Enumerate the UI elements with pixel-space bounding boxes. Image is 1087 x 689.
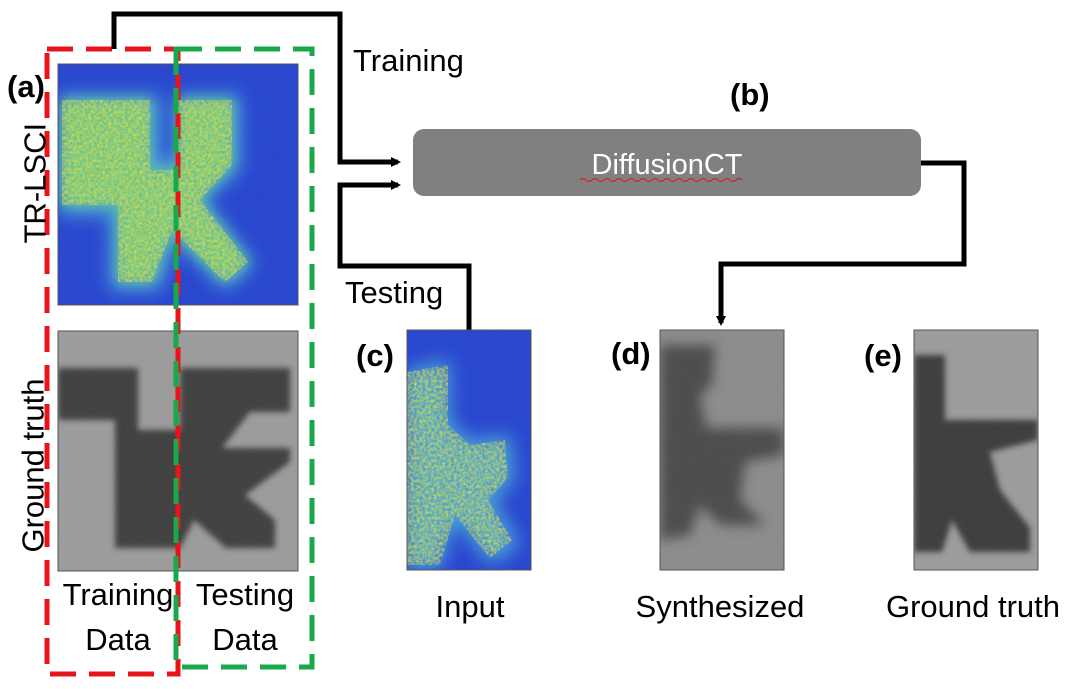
synthesized-frame <box>659 329 785 571</box>
column-label-training-1: Training <box>62 577 174 612</box>
synthesized-image <box>660 330 784 570</box>
diffusionct-box <box>413 129 921 196</box>
diffusionct-label: DiffusionCT <box>592 149 743 181</box>
panel-label-b: (b) <box>730 77 770 112</box>
row-label-tr-lsci: TR-LSCI <box>17 122 53 244</box>
ground-truth-frame-e <box>913 329 1039 571</box>
panel-label-e: (e) <box>864 338 902 373</box>
caption-ground-truth: Ground truth <box>885 589 1061 624</box>
caption-input: Input <box>435 589 505 624</box>
training-flow-label: Training <box>353 43 464 78</box>
row-label-ground-truth: Ground truth <box>15 378 51 553</box>
panel-label-c: (c) <box>356 338 394 373</box>
ground-truth-image-e <box>914 330 1038 570</box>
column-label-testing-1: Testing <box>195 577 295 612</box>
input-frame <box>406 329 532 571</box>
caption-synthesized: Synthesized <box>635 589 805 624</box>
panel-label-d: (d) <box>611 336 651 371</box>
spellcheck-underline <box>579 177 743 183</box>
column-label-testing-2: Data <box>212 622 278 657</box>
testing-flow-label: Testing <box>345 275 444 310</box>
output-arrow <box>716 160 967 326</box>
input-image <box>407 330 531 570</box>
testing-arrow <box>337 180 472 330</box>
testing-data-box <box>173 46 315 670</box>
column-label-training-2: Data <box>85 622 151 657</box>
panel-label-a: (a) <box>7 69 45 104</box>
training-arrow <box>111 11 401 167</box>
